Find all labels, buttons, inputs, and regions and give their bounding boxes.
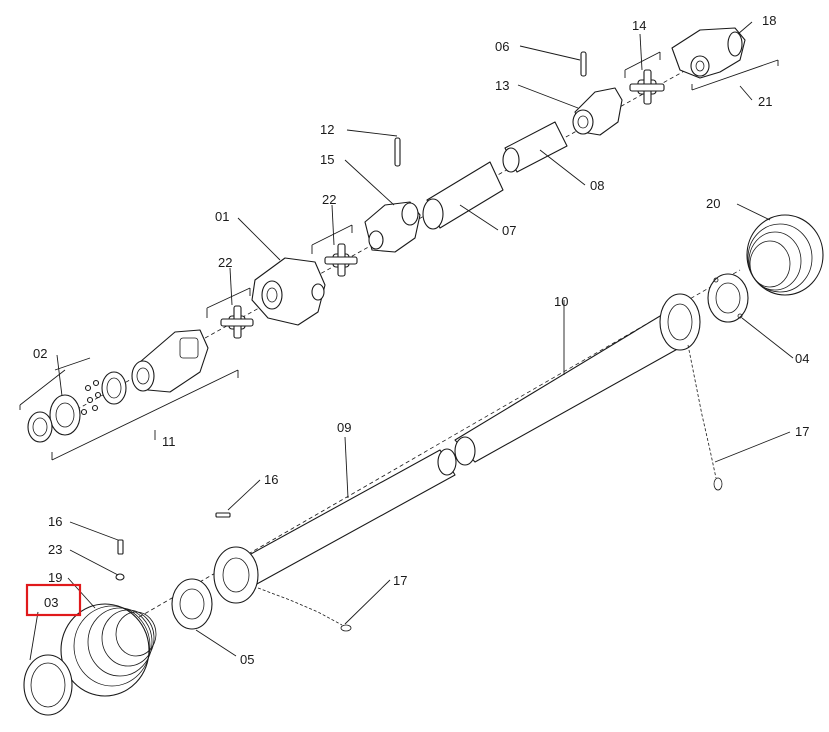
leader-16-lower xyxy=(69,521,119,541)
leader-19 xyxy=(67,577,96,609)
leader-20 xyxy=(736,203,771,221)
leader-08 xyxy=(539,149,586,186)
lower-axis-line xyxy=(29,269,741,681)
part-18-outer-yoke[interactable] xyxy=(671,27,746,79)
highlight-box-03 xyxy=(25,583,82,617)
label-08: 08 xyxy=(590,178,604,193)
leader-17-upper xyxy=(714,431,791,463)
leader-02 xyxy=(56,354,63,397)
part-22-cross-kit-upper[interactable] xyxy=(324,243,358,277)
leader-22-lower xyxy=(229,267,233,306)
leader-12 xyxy=(346,129,398,137)
label-19: 19 xyxy=(48,570,62,585)
part-12-pin[interactable] xyxy=(394,137,401,167)
part-20-guard-cone[interactable] xyxy=(746,214,824,296)
part-11-end-yoke[interactable] xyxy=(131,329,209,393)
bracket-14 xyxy=(624,51,661,78)
bracket-22-lower xyxy=(206,287,251,318)
label-11: 11 xyxy=(162,434,176,449)
part-17-chain-upper[interactable] xyxy=(687,344,723,491)
leader-04 xyxy=(741,317,794,359)
part-16-screw-lower[interactable] xyxy=(117,539,124,555)
label-15: 15 xyxy=(320,152,334,167)
leader-23 xyxy=(69,549,119,576)
part-22-cross-kit-lower[interactable] xyxy=(220,305,254,339)
label-17-upper: 17 xyxy=(795,424,809,439)
part-23-washer[interactable] xyxy=(115,573,125,581)
part-guard-disc[interactable] xyxy=(213,546,259,604)
label-01: 01 xyxy=(215,209,229,224)
leader-07 xyxy=(459,204,499,231)
part-07-outer-tube[interactable] xyxy=(422,161,504,230)
label-05: 05 xyxy=(240,652,254,667)
label-21: 21 xyxy=(758,94,772,109)
part-08-inner-tube[interactable] xyxy=(502,121,568,173)
label-12: 12 xyxy=(320,122,334,137)
label-04: 04 xyxy=(795,351,809,366)
label-16-lower: 16 xyxy=(48,514,62,529)
leader-18 xyxy=(737,21,753,35)
label-06: 06 xyxy=(495,39,509,54)
leader-22-upper xyxy=(331,204,335,246)
part-13-inner-yoke[interactable] xyxy=(572,87,623,136)
part-03-end-ring[interactable] xyxy=(23,654,73,716)
bracket-21 xyxy=(691,59,779,91)
bracket-02 xyxy=(19,357,91,410)
leader-13 xyxy=(517,84,579,109)
label-22-upper: 22 xyxy=(322,192,336,207)
part-10-outer-guard-tube[interactable] xyxy=(454,293,701,466)
bracket-11 xyxy=(51,369,239,461)
label-13: 13 xyxy=(495,78,509,93)
label-02: 02 xyxy=(33,346,47,361)
label-07: 07 xyxy=(502,223,516,238)
label-20: 20 xyxy=(706,196,720,211)
label-03: 03 xyxy=(44,595,58,610)
leader-05 xyxy=(195,629,237,657)
part-14-cross-kit[interactable] xyxy=(629,69,665,105)
label-17-lower: 17 xyxy=(393,573,407,588)
label-23: 23 xyxy=(48,542,62,557)
leader-17-lower xyxy=(344,579,391,625)
leader-15 xyxy=(344,159,395,206)
label-22-lower: 22 xyxy=(218,255,232,270)
part-15-tube-yoke[interactable] xyxy=(364,201,421,253)
part-06-pin[interactable] xyxy=(580,51,587,77)
label-16-upper: 16 xyxy=(264,472,278,487)
leader-21 xyxy=(739,85,753,101)
leader-09 xyxy=(344,436,349,499)
leader-16-upper xyxy=(227,479,261,511)
bracket-22-upper xyxy=(311,224,353,254)
label-09: 09 xyxy=(337,420,351,435)
leader-03 xyxy=(29,611,39,661)
leader-14 xyxy=(639,33,643,71)
part-11-ring-set[interactable] xyxy=(80,371,127,416)
leader-01 xyxy=(237,217,281,261)
part-02-collar[interactable] xyxy=(27,394,81,443)
part-01-flange-yoke[interactable] xyxy=(251,257,326,326)
leader-06 xyxy=(519,45,581,61)
part-17-chain-lower[interactable] xyxy=(257,587,352,632)
part-19-guard-cone[interactable] xyxy=(60,603,157,697)
label-18: 18 xyxy=(762,13,776,28)
part-05-bearing-ring[interactable] xyxy=(171,578,213,630)
part-04-bearing-ring[interactable] xyxy=(707,273,749,323)
part-09-inner-guard-tube[interactable] xyxy=(239,448,457,586)
label-10: 10 xyxy=(554,294,568,309)
part-16-screw-upper[interactable] xyxy=(215,512,231,518)
label-14: 14 xyxy=(632,18,646,33)
